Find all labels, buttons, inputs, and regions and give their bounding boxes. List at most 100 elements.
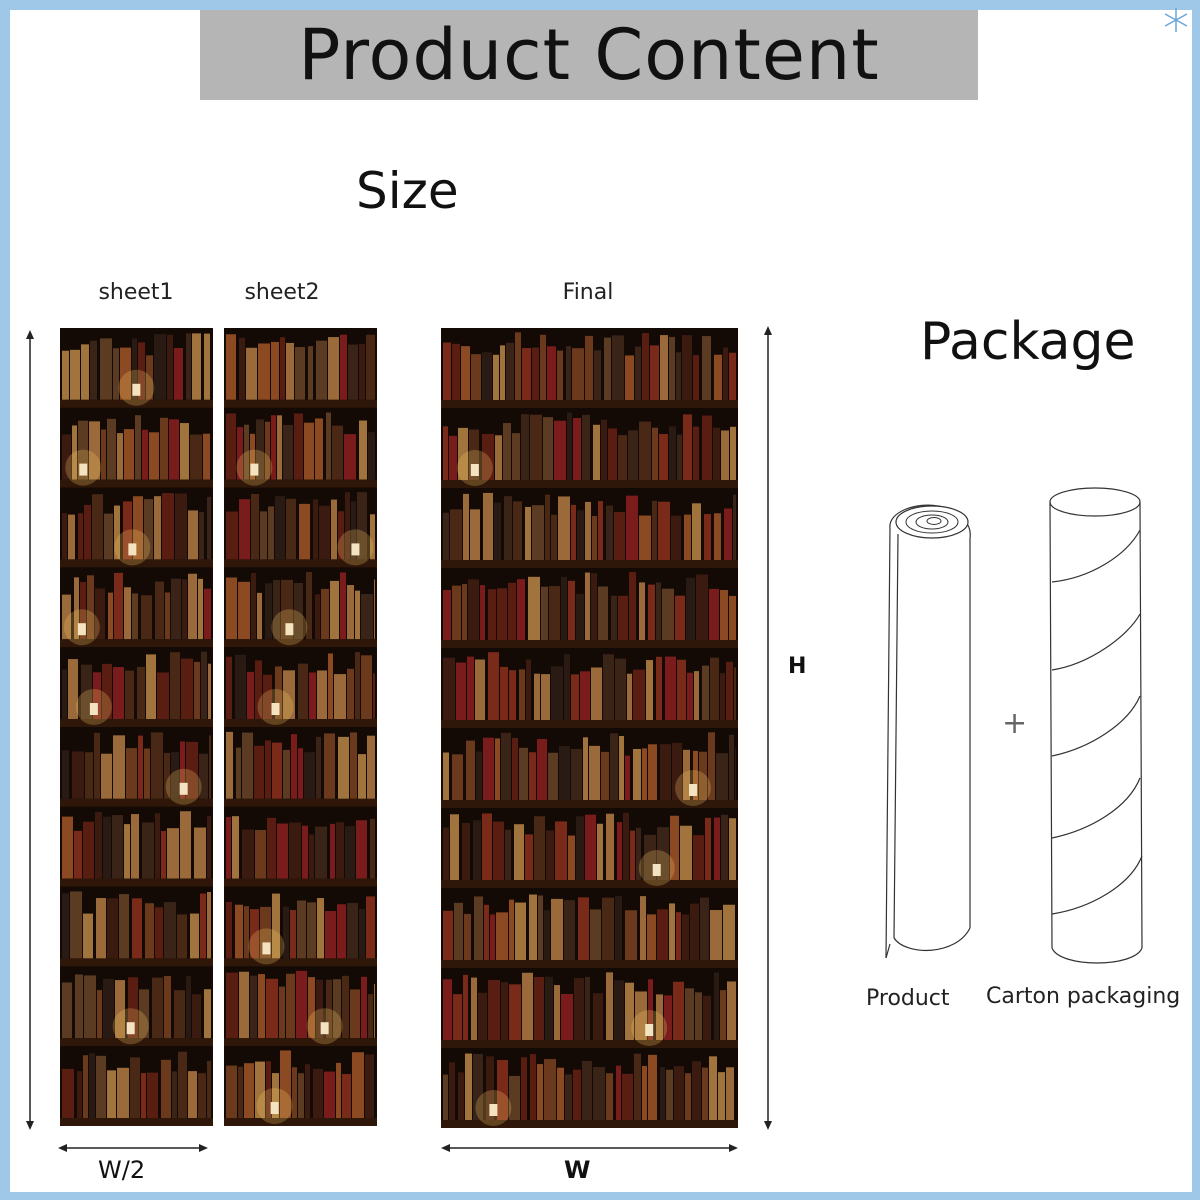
book-spine bbox=[615, 658, 626, 720]
width-label: W bbox=[564, 1156, 591, 1184]
book-spine bbox=[692, 1061, 701, 1120]
book-spine bbox=[365, 1054, 374, 1118]
book-spine bbox=[319, 505, 330, 560]
book-spine bbox=[443, 752, 449, 800]
book-spine bbox=[126, 748, 137, 799]
book-spine bbox=[80, 582, 86, 640]
book-spine bbox=[199, 753, 208, 799]
book-spine bbox=[308, 346, 313, 400]
book-spine bbox=[247, 671, 254, 719]
book-spine bbox=[669, 426, 676, 480]
book-spine bbox=[617, 822, 622, 880]
book-spine bbox=[103, 816, 111, 879]
book-spine bbox=[164, 752, 170, 799]
book-spine bbox=[336, 822, 344, 879]
book-spine bbox=[557, 1067, 564, 1120]
book-spine bbox=[125, 670, 134, 719]
book-spine bbox=[528, 576, 540, 640]
book-spine bbox=[682, 335, 692, 400]
book-spine bbox=[283, 670, 295, 719]
book-spine bbox=[97, 990, 102, 1039]
book-spine bbox=[305, 1064, 310, 1118]
height-arrow-right bbox=[764, 326, 772, 1130]
book-spine bbox=[695, 992, 702, 1040]
book-spine bbox=[642, 333, 649, 400]
book-spine bbox=[505, 829, 511, 880]
book-spine bbox=[90, 340, 97, 400]
book-spine bbox=[144, 499, 153, 560]
candle bbox=[79, 463, 88, 476]
book-spine bbox=[304, 422, 314, 480]
candle bbox=[132, 383, 141, 396]
book-spine bbox=[496, 912, 508, 960]
book-spine bbox=[509, 1075, 520, 1120]
book-spine bbox=[471, 977, 477, 1040]
book-spine bbox=[115, 980, 125, 1039]
book-spine bbox=[490, 914, 495, 960]
book-spine bbox=[299, 503, 310, 560]
book-spine bbox=[515, 902, 526, 960]
book-spine bbox=[330, 823, 335, 879]
book-spine bbox=[112, 815, 123, 879]
book-spine bbox=[124, 587, 131, 640]
book-spine bbox=[370, 818, 375, 879]
book-spine bbox=[177, 914, 187, 959]
book-spine bbox=[564, 654, 570, 720]
book-spine bbox=[244, 906, 249, 959]
book-spine bbox=[309, 834, 314, 879]
book-spine bbox=[541, 674, 550, 720]
book-spine bbox=[161, 830, 166, 879]
book-spine bbox=[113, 667, 124, 719]
book-spine bbox=[172, 1071, 177, 1118]
book-spine bbox=[582, 414, 590, 480]
book-spine bbox=[696, 574, 708, 640]
book-spine bbox=[62, 893, 69, 959]
book-spine bbox=[532, 505, 544, 560]
book-spine bbox=[130, 1057, 140, 1118]
book-spine bbox=[68, 659, 78, 719]
book-spine bbox=[702, 1067, 708, 1120]
book-spine bbox=[355, 590, 360, 640]
book-spine bbox=[606, 1073, 613, 1120]
book-spine bbox=[92, 494, 103, 560]
book-spine bbox=[345, 826, 355, 879]
book-spine bbox=[171, 578, 181, 640]
book-spine bbox=[226, 656, 232, 719]
book-spine bbox=[669, 336, 675, 400]
size-heading: Size bbox=[356, 162, 459, 220]
book-spine bbox=[95, 811, 102, 879]
book-spine bbox=[201, 651, 207, 719]
book-spine bbox=[164, 902, 176, 959]
book-spine bbox=[344, 434, 356, 480]
book-spine bbox=[671, 515, 681, 560]
book-spine bbox=[316, 979, 323, 1039]
book-spine bbox=[182, 579, 187, 640]
book-spine bbox=[714, 513, 721, 560]
book-spine bbox=[486, 1056, 494, 1120]
book-spine bbox=[374, 579, 375, 640]
book-spine bbox=[132, 593, 138, 640]
book-spine bbox=[83, 1055, 88, 1118]
book-spine bbox=[709, 588, 719, 640]
book-spine bbox=[683, 414, 692, 480]
book-spine bbox=[367, 735, 375, 799]
book-spine bbox=[174, 990, 185, 1039]
book-spine bbox=[729, 352, 736, 400]
book-spine bbox=[680, 825, 692, 880]
book-spine bbox=[324, 733, 335, 799]
sheet2-panel bbox=[224, 328, 377, 1126]
book-spine bbox=[501, 982, 508, 1040]
book-spine bbox=[280, 337, 285, 400]
book-spine bbox=[100, 338, 112, 400]
shelf-board bbox=[224, 399, 377, 408]
book-spine bbox=[96, 898, 106, 959]
book-spine bbox=[521, 1057, 527, 1120]
final-label: Final bbox=[562, 280, 614, 305]
book-spine bbox=[348, 344, 358, 400]
book-spine bbox=[199, 512, 204, 560]
book-spine bbox=[720, 590, 728, 640]
book-spine bbox=[265, 740, 271, 799]
book-spine bbox=[693, 426, 699, 480]
book-spine bbox=[484, 904, 489, 960]
book-spine bbox=[677, 659, 686, 720]
